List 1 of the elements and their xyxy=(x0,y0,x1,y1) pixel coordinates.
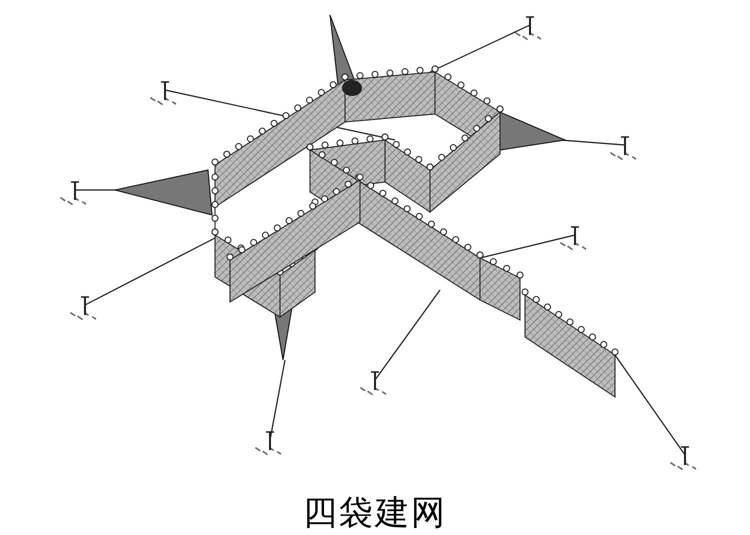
caption: 四袋建网 xyxy=(303,492,447,535)
